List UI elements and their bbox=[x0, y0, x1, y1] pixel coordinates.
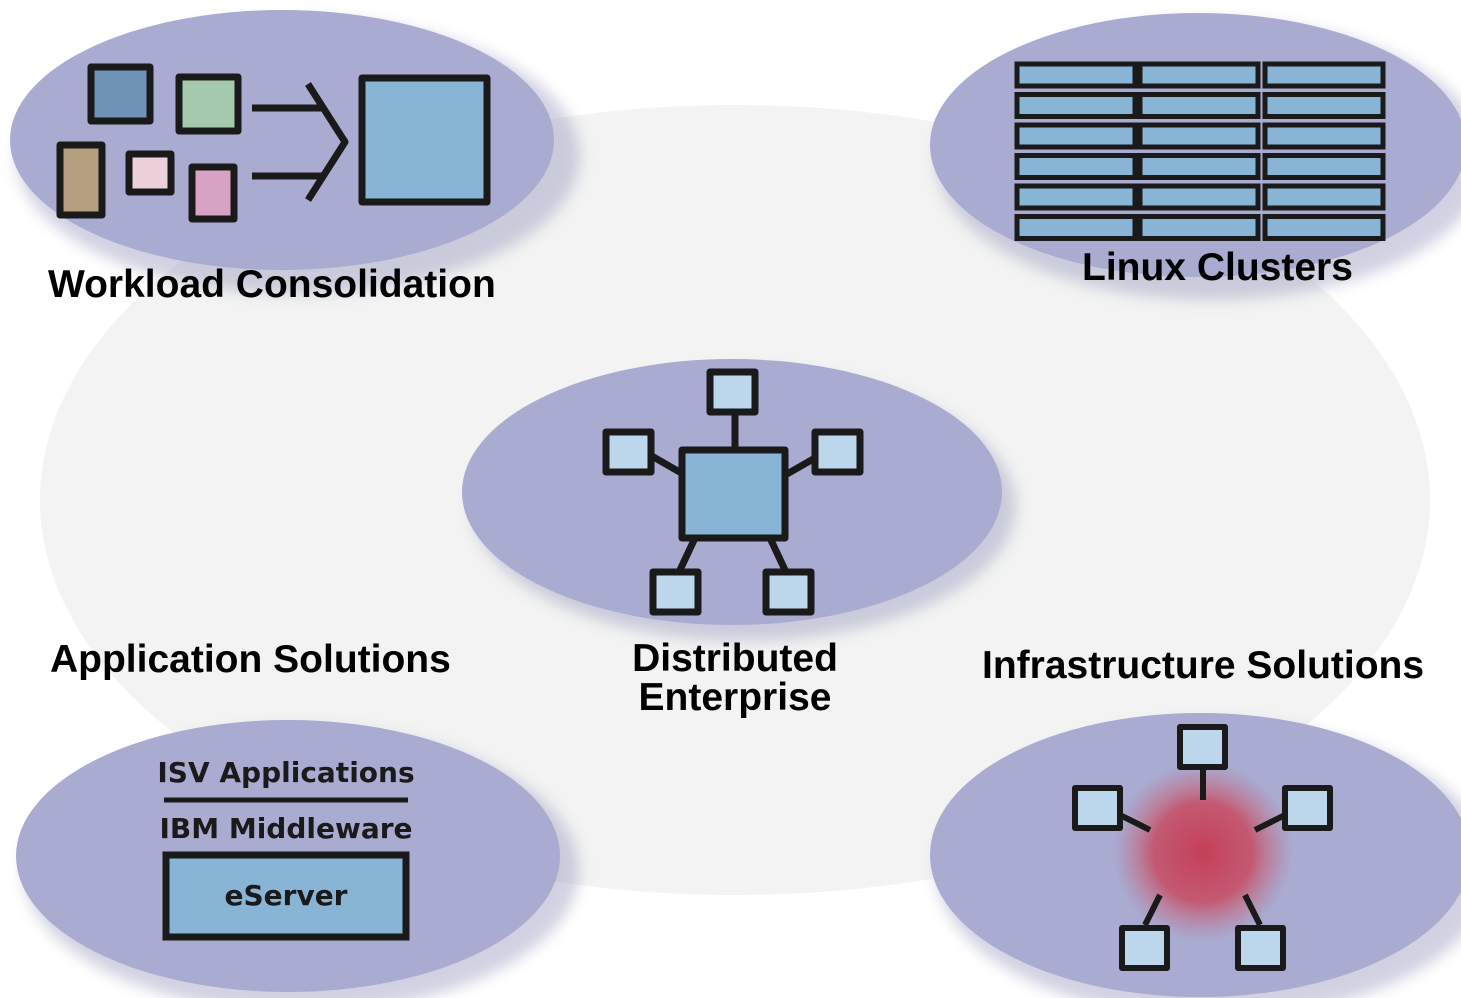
distributed-enterprise-label: Distributed Enterprise bbox=[585, 639, 885, 717]
rack-unit bbox=[1137, 122, 1261, 150]
small-box-light-pink bbox=[125, 150, 175, 196]
distributed-enterprise-node bbox=[462, 359, 1016, 641]
server-rack-icon bbox=[1014, 61, 1386, 241]
workload-icon bbox=[56, 63, 491, 223]
service-node-bottom-right bbox=[1235, 925, 1286, 971]
application-solutions-node: ISV Applications IBM Middleware eServer bbox=[16, 720, 579, 998]
distributed-label-line2: Enterprise bbox=[638, 676, 832, 719]
rack-unit bbox=[1137, 153, 1261, 180]
software-stack-icon: ISV Applications IBM Middleware eServer bbox=[157, 756, 415, 941]
service-node-bottom-left bbox=[1119, 925, 1170, 971]
linux-clusters-label: Linux Clusters bbox=[1082, 246, 1353, 289]
rack-unit bbox=[1262, 122, 1386, 150]
node-box-bottom-right bbox=[762, 568, 815, 616]
small-box-slate bbox=[87, 63, 154, 125]
distributed-label-line1: Distributed bbox=[632, 637, 838, 680]
service-node-left bbox=[1072, 785, 1123, 831]
small-box-pink bbox=[188, 163, 238, 223]
rack-unit bbox=[1262, 153, 1386, 180]
rack-unit bbox=[1137, 61, 1261, 89]
rack-unit bbox=[1014, 214, 1138, 241]
consolidation-arrow-icon bbox=[252, 82, 349, 202]
rack-unit bbox=[1262, 183, 1386, 211]
node-box-top bbox=[706, 368, 759, 416]
network-hub-icon bbox=[602, 368, 864, 616]
rack-unit bbox=[1014, 61, 1138, 89]
node-box-bottom-left bbox=[649, 568, 702, 616]
application-solutions-label: Application Solutions bbox=[50, 638, 451, 681]
node-box-left bbox=[602, 428, 655, 476]
service-node-top bbox=[1177, 724, 1228, 770]
rack-unit bbox=[1137, 183, 1261, 211]
node-box-right bbox=[811, 428, 864, 476]
stack-top-label: ISV Applications bbox=[157, 756, 414, 789]
rack-unit bbox=[1137, 92, 1261, 119]
stack-base-label: eServer bbox=[224, 879, 347, 912]
rack-unit bbox=[1262, 92, 1386, 119]
linux-clusters-node bbox=[930, 13, 1461, 300]
rack-unit bbox=[1014, 183, 1138, 211]
eserver-box bbox=[162, 851, 410, 941]
infrastructure-solutions-label: Infrastructure Solutions bbox=[982, 644, 1425, 687]
small-box-green bbox=[175, 73, 242, 135]
rack-unit bbox=[1014, 122, 1138, 150]
rack-unit bbox=[1262, 214, 1386, 241]
workload-consolidation-node bbox=[10, 10, 580, 294]
service-node-right bbox=[1282, 785, 1333, 831]
small-box-tan bbox=[56, 141, 106, 219]
infrastructure-solutions-node bbox=[930, 713, 1461, 998]
service-network-icon bbox=[1072, 724, 1333, 971]
rack-unit bbox=[1014, 153, 1138, 180]
rack-unit bbox=[1262, 61, 1386, 89]
workload-consolidation-label: Workload Consolidation bbox=[48, 263, 496, 306]
stack-middle-label: IBM Middleware bbox=[159, 812, 412, 845]
large-box bbox=[358, 74, 491, 206]
hub-box bbox=[678, 446, 789, 542]
rack-unit bbox=[1137, 214, 1261, 241]
rack-unit bbox=[1014, 92, 1138, 119]
